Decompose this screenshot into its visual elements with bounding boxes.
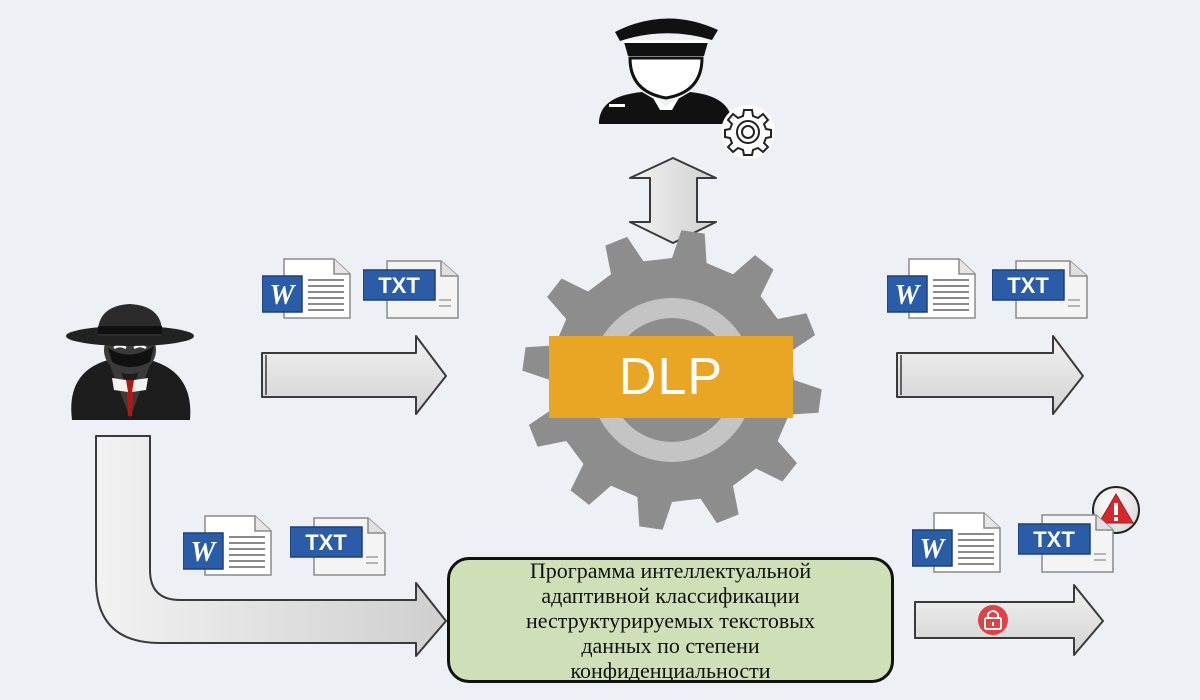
arrow-dlp-output	[896, 335, 1084, 415]
txt-label: TXT	[1007, 273, 1049, 298]
word-letter: W	[920, 534, 947, 565]
word-document-icon: W	[183, 515, 272, 576]
arrow-intruder-to-program	[95, 435, 447, 657]
program-text: Программа интеллектуальной адаптивной кл…	[526, 558, 815, 683]
word-document-icon: W	[912, 512, 1001, 573]
arrow-intruder-to-dlp	[261, 335, 447, 415]
txt-document-icon: TXT	[992, 260, 1088, 319]
program-line: конфиденциальности	[570, 657, 771, 683]
word-letter: W	[895, 280, 922, 311]
word-letter: W	[270, 280, 297, 311]
lock-icon	[978, 605, 1008, 635]
txt-label: TXT	[305, 530, 347, 555]
spy-intruder-icon	[66, 304, 194, 420]
program-line: адаптивной классификации	[541, 582, 800, 608]
program-line: данных по степени	[581, 632, 760, 658]
bidirectional-arrow	[629, 157, 717, 244]
dlp-label-box: DLP	[549, 336, 793, 418]
gear-icon	[721, 105, 775, 159]
txt-label: TXT	[378, 273, 420, 298]
txt-document-icon: TXT	[290, 517, 386, 576]
program-line: неструктурируемых текстовых	[525, 607, 816, 633]
word-letter: W	[191, 537, 218, 568]
program-box: Программа интеллектуальной адаптивной кл…	[447, 557, 894, 683]
dlp-label: DLP	[618, 348, 724, 406]
arrow-program-output	[914, 584, 1104, 656]
word-document-icon: W	[887, 258, 976, 319]
txt-document-icon: TXT	[1018, 514, 1114, 573]
program-line: Программа интеллектуальной	[529, 557, 812, 583]
txt-document-icon: TXT	[363, 260, 459, 319]
word-document-icon: W	[262, 258, 351, 319]
txt-label: TXT	[1033, 527, 1075, 552]
security-officer-icon	[599, 18, 732, 124]
